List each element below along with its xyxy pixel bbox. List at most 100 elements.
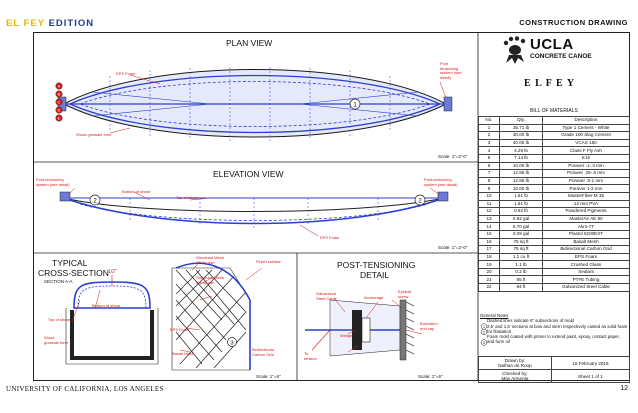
bom-title: BILL OF MATERIALS [530, 108, 578, 114]
bom-cell-no: 9 [478, 184, 500, 193]
sheet-cell: Sheet 1 of 1 [550, 369, 631, 383]
logo-sub: CONCRETE CANOE [530, 53, 592, 60]
marker-d-label: D [58, 108, 61, 113]
general-notes: General Notes Dashed lines indicate 6" s… [480, 313, 628, 345]
cross-section-scale: Scale: 1"=6" [256, 374, 281, 379]
marker-b-label: B [58, 92, 61, 97]
bom-cell-desc: VCAS 160 [542, 138, 630, 148]
cross-section-subtitle: SECTION A-A [44, 279, 73, 284]
marker-d [55, 106, 63, 114]
drawn-by-label: Drawn by: [504, 358, 526, 363]
post-tension-anchor-label: Anchorage [364, 295, 384, 300]
elevation-circle-left [89, 194, 101, 206]
drawn-by-name: Nathan de Roop [498, 363, 532, 368]
bom-cell-desc: Akro-7T [542, 222, 630, 231]
bom-cell-desc: MasterFiber M 35 [542, 191, 630, 201]
bom-cell-no: 3 [478, 138, 500, 148]
bom-cell-qty: 12.86 lb [499, 176, 543, 186]
elevation-circle-right-label: 2 [418, 199, 422, 205]
edition-title: EL FEY EDITION [6, 18, 94, 29]
marker-e-label: E [58, 116, 61, 121]
elevation-view-title: ELEVATION VIEW [213, 169, 284, 179]
cross-section-dim: 1/2" [108, 269, 117, 275]
note-1: Dashed lines indicate 6" subsections of … [487, 318, 574, 324]
marker-a-label: A [58, 84, 61, 89]
bom-cell-qty: 10.00 lb [499, 184, 543, 193]
bom-cell-qty: 10.00 lb [499, 161, 543, 171]
bom-cell-no: 2 [478, 131, 500, 140]
bom-cell-desc: MasterAir AE 90 [542, 214, 630, 224]
bom-cell-desc: Class F Fly Ash [542, 146, 630, 155]
post-tension-cable-label: Galvanized Steel Cable [316, 291, 337, 301]
bom-cell-qty: 75 sq ft [499, 245, 543, 254]
checked-by-label: Checked by: [502, 371, 528, 376]
elevation-post-right-label: Post-tensioning system (see detail) [424, 177, 458, 187]
plan-markers [55, 82, 63, 122]
paw-icon [503, 36, 526, 64]
post-tension-wedge-label: Wedge [340, 333, 353, 338]
bom-cell-desc: Poraver .1-.3 mm [542, 161, 630, 171]
bom-cell-desc: 12 mm PVA [542, 199, 630, 209]
cross-section-title-2: CROSS-SECTION [38, 268, 109, 278]
bom-cell-no: 22 [478, 283, 500, 292]
bom-cell-qty: 7.14 lb [499, 153, 543, 163]
cross-section-basalt-label: Basalt Mesh [172, 351, 195, 356]
post-tension-title-1: POST-TENSIONING [337, 260, 416, 270]
bom-cell-no: 21 [478, 275, 500, 285]
bom-cell-qty: 0.2 lb [499, 267, 543, 277]
bom-cell-desc: Grade 100 Slag Cement [542, 131, 630, 140]
bom-cell-no: 14 [478, 222, 500, 231]
plan-scale: Scale: 1"=2'-0" [438, 154, 468, 159]
post-tension-title-2: DETAIL [360, 270, 390, 280]
bom-cell-desc: Basalt Mesh [542, 237, 630, 247]
logo-name: E L F E Y [524, 78, 576, 89]
post-tension-eyebolt-label: Eyebolt screw [398, 289, 412, 299]
bom-cell-desc: Galvanized Steel Cable [542, 283, 630, 292]
bom-cell-qty: 0.09 gal [499, 229, 543, 239]
cross-section-bottom-label: Bottom of shear [92, 303, 121, 308]
notes-heading: General Notes [480, 313, 509, 318]
edition-name: EL FEY [6, 18, 45, 29]
bom-cell-qty: 75 sq ft [499, 237, 543, 247]
bom-cell-no: 10 [478, 191, 500, 201]
checked-by-name: Max Armenta [501, 376, 529, 381]
plan-view-title: PLAN VIEW [226, 38, 273, 48]
checked-by-cell: Checked by: Max Armenta [478, 369, 552, 383]
bom-header-qty: Qty. [499, 116, 543, 125]
bom-cell-desc: Powdered Pigments [542, 207, 630, 216]
marker-c [55, 98, 63, 106]
elevation-canoe [59, 191, 449, 228]
bom-header-desc: Description [542, 116, 630, 125]
plan-canoe [57, 67, 453, 141]
post-tension-scale: Scale: 1"=6" [418, 374, 443, 379]
elevation-post-left-label: Post-tensioning system (see detail) [36, 177, 70, 187]
note-2: 2.5' and 1.5' sections at bow and stern … [487, 323, 628, 334]
bom-cell-no: 16 [478, 237, 500, 247]
post-tension-tension-label: To tension [304, 351, 317, 361]
bom-cell-qty: 35.71 lb [499, 123, 543, 133]
bom-cell-qty: 0.92 gal [499, 214, 543, 224]
elevation-eps-label: EPS Foam [320, 235, 340, 240]
bom-cell-no: 7 [478, 169, 500, 178]
footer-university: UNIVERSITY OF CALIFORNIA, LOS ANGELES [6, 385, 164, 393]
elevation-circle-left-label: 2 [93, 199, 97, 205]
note-circle-3 [480, 339, 488, 346]
